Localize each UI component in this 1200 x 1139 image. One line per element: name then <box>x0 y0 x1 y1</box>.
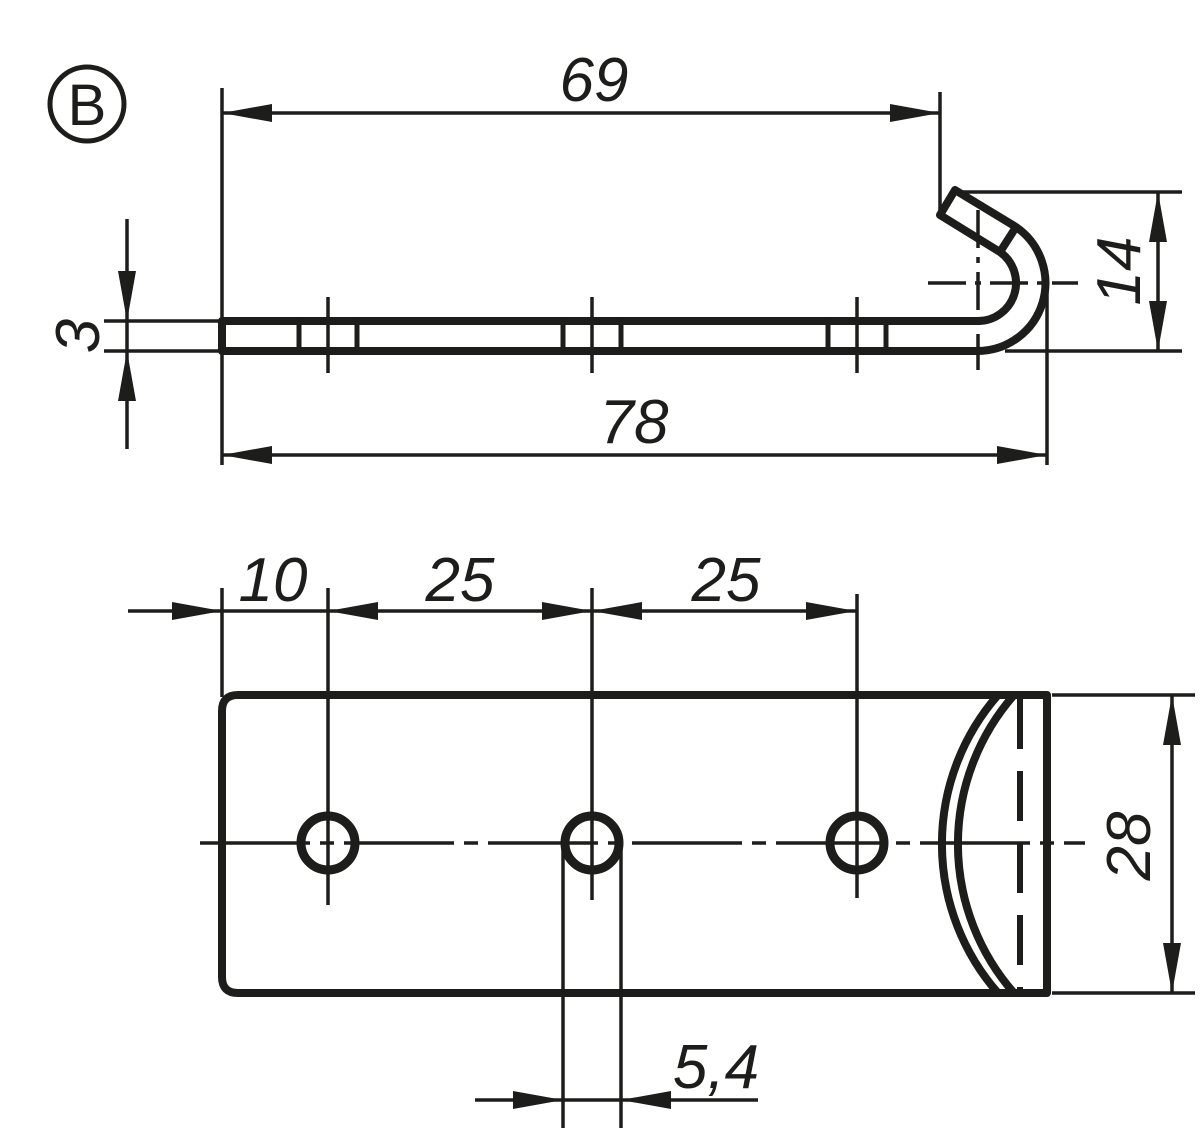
dim-78-arrow-right <box>997 446 1047 464</box>
view-label-text: B <box>68 73 107 138</box>
dim-14: 14 <box>1085 192 1167 351</box>
dim-78-label: 78 <box>600 388 669 457</box>
dim-14-arrow-top <box>1149 192 1167 242</box>
side-view: 69 78 14 3 <box>44 46 1182 465</box>
top-view-outline <box>218 691 1051 997</box>
hook-bend-line <box>996 224 1020 255</box>
dim-14-label: 14 <box>1085 237 1154 306</box>
dim-5-4: 5,4 <box>475 1033 759 1109</box>
side-view-outline <box>218 186 1050 355</box>
dim-78: 78 <box>222 388 1047 464</box>
dim-69-arrow-right <box>890 104 940 122</box>
dim-3-arrow-bottom <box>118 351 136 401</box>
dim-28-arrow-bottom <box>1163 943 1181 993</box>
dim-25b-arrow-right <box>806 602 856 620</box>
top-view: 10 25 25 28 5,4 <box>128 546 1195 1128</box>
dim-5-4-arrow-right <box>621 1091 671 1109</box>
view-label-circle <box>47 64 127 144</box>
dim-25b-arrow-left <box>592 602 642 620</box>
view-label-group: B <box>47 64 127 144</box>
dim-10-arrow-left <box>172 602 222 620</box>
dim-14-arrow-bottom <box>1149 301 1167 351</box>
dim-69-arrow-left <box>222 104 272 122</box>
dim-5-4-arrow-left <box>513 1091 563 1109</box>
dim-3: 3 <box>44 219 136 449</box>
dim-28: 28 <box>1095 695 1181 993</box>
dim-28-label: 28 <box>1095 811 1164 881</box>
dim-69-label: 69 <box>560 46 629 115</box>
dim-chain: 10 25 25 <box>128 546 856 620</box>
dim-69: 69 <box>222 46 940 122</box>
dim-3-label: 3 <box>44 319 113 353</box>
dim-25a-label: 25 <box>425 546 495 615</box>
dim-25b-label: 25 <box>691 546 761 615</box>
dim-10-arrow-right <box>328 602 378 620</box>
dim-25a-arrow-right <box>542 602 592 620</box>
dim-3-arrow-top <box>118 271 136 321</box>
dim-28-arrow-top <box>1163 695 1181 745</box>
dim-5-4-label: 5,4 <box>673 1033 759 1102</box>
dim-78-arrow-left <box>222 446 272 464</box>
dim-10-label: 10 <box>239 546 308 615</box>
